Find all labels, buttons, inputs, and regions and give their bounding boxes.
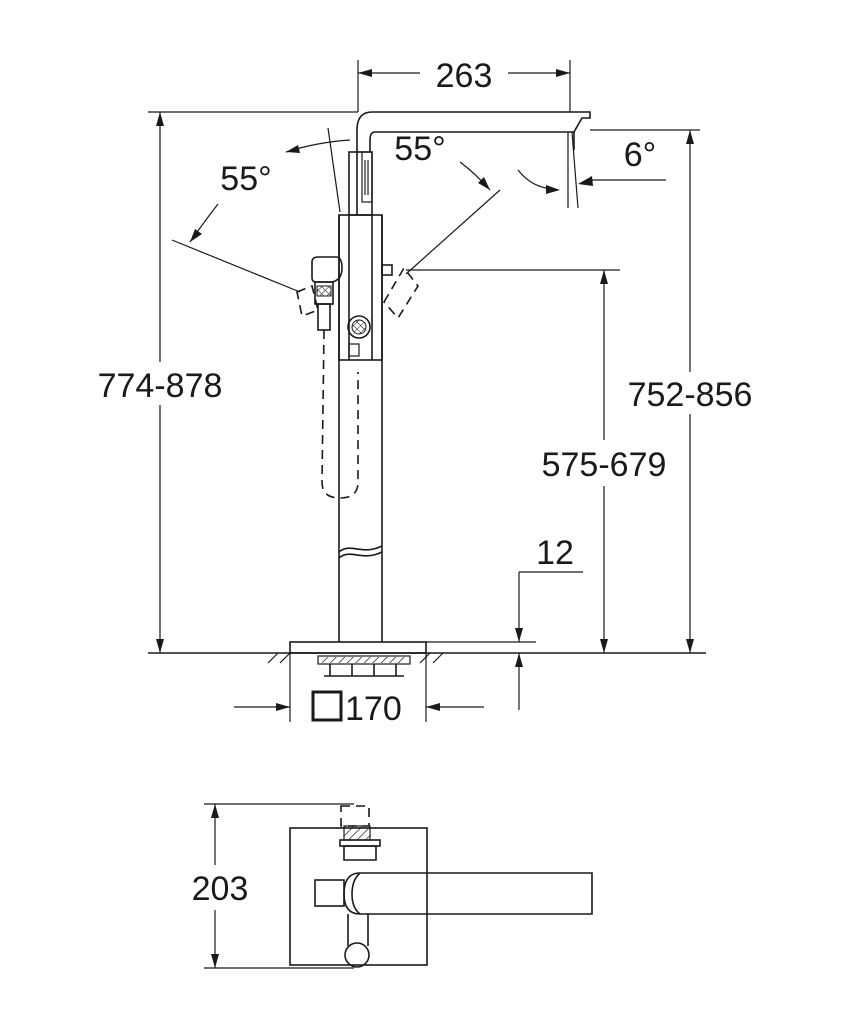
label-spout-reach: 263 [436,57,493,95]
floor-mount [267,652,444,677]
handle-rotated-left [296,284,319,318]
faucet-front-view [148,111,706,677]
top-handle-stub [314,879,345,907]
label-base-size: 170 [345,690,402,728]
dim-floor-offset: 12 [426,534,583,710]
dim-spout-reach: 263 [357,57,571,112]
dim-base-size: 170 [234,653,484,728]
top-base-plate [289,827,428,966]
label-handle-angle-left: 55° [220,160,271,198]
label-spout-tilt: 6° [624,136,657,174]
label-floor-offset: 12 [536,534,574,572]
square-symbol [311,690,343,722]
top-column [344,942,370,968]
top-spout [343,872,593,915]
label-total-height: 774-878 [98,367,223,405]
label-spout-height: 752-856 [628,376,753,414]
handle-rotated-right [383,266,419,320]
faucet-top-view: 203 [192,803,593,969]
dim-handle-angle-right: 55° [285,127,501,275]
dim-outlet-height: 575-679 [406,269,667,653]
dim-handle-angle-left: 55° [171,160,301,293]
spout [356,111,591,215]
label-outlet-height: 575-679 [542,446,667,484]
dim-spout-tilt: 6° [517,131,666,209]
diverter-knob [347,315,371,339]
dim-spout-height: 752-856 [590,129,753,653]
label-handle-angle-right: 55° [394,130,445,168]
shower-holder [311,256,343,283]
shower-hose [321,329,359,499]
dim-total-height: 774-878 [98,111,358,653]
break-mark [338,551,383,559]
top-holder [343,845,377,861]
label-depth: 203 [192,870,249,908]
base-plate [289,641,427,654]
